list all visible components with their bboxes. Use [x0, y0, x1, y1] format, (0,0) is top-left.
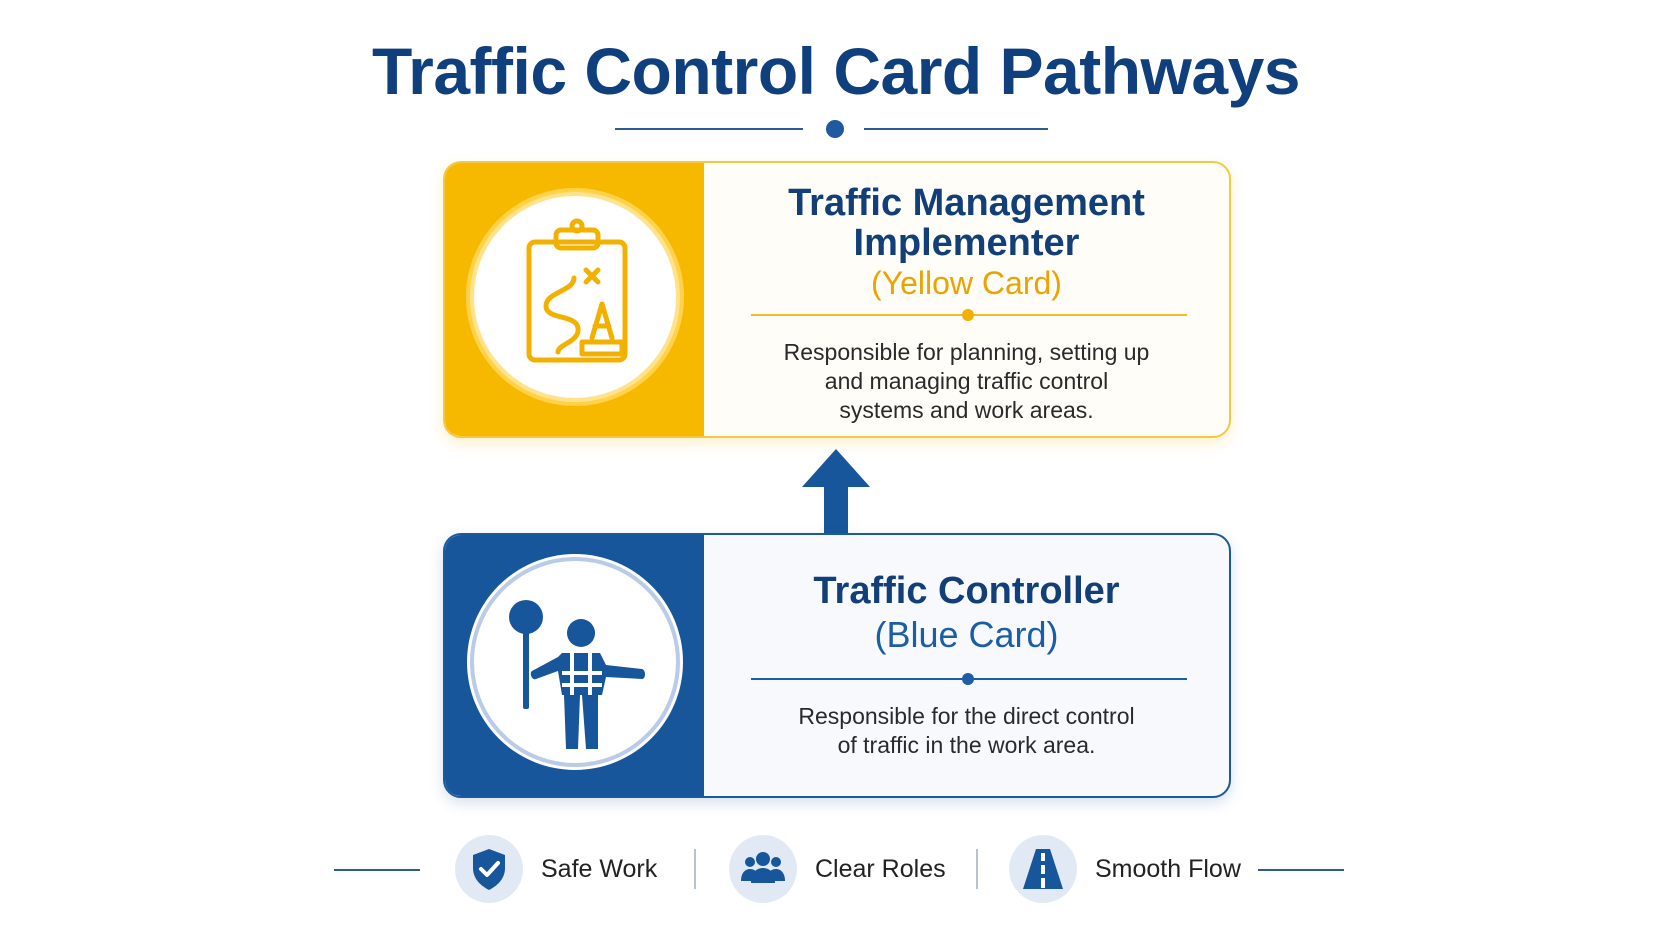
- footer-divider-left: [334, 869, 420, 871]
- blue-card-subtitle: (Blue Card): [874, 614, 1059, 655]
- blue-card-body: Traffic Controller (Blue Card) Responsib…: [704, 535, 1229, 796]
- footer-badge-safe-work: [455, 835, 523, 903]
- footer-label-smooth-flow: Smooth Flow: [1095, 854, 1241, 883]
- title-divider-dot: [826, 120, 844, 138]
- yellow-card-divider-dot: [962, 309, 974, 321]
- yellow-card-description-line3: systems and work areas.: [839, 397, 1094, 423]
- yellow-card-description: Responsible for planning, setting up and…: [744, 338, 1189, 425]
- blue-card-description-line1: Responsible for the direct control: [798, 703, 1135, 729]
- yellow-card-description-line1: Responsible for planning, setting up: [783, 339, 1150, 365]
- yellow-card-title-line1: Traffic Management: [788, 182, 1145, 224]
- yellow-card-body: Traffic Management Implementer (Yellow C…: [704, 163, 1229, 436]
- clipboard-plan-cone-icon: [526, 218, 628, 363]
- yellow-card: Traffic Management Implementer (Yellow C…: [443, 161, 1231, 438]
- footer-label-safe-work: Safe Work: [541, 854, 658, 883]
- footer-item-safe-work: Safe Work: [455, 834, 657, 904]
- blue-card-description-line2: of traffic in the work area.: [837, 732, 1096, 758]
- footer-label-clear-roles: Clear Roles: [815, 854, 946, 883]
- blue-card-divider-dot: [962, 673, 974, 685]
- up-arrow-icon: [802, 449, 870, 535]
- blue-card: Traffic Controller (Blue Card) Responsib…: [443, 533, 1231, 798]
- footer-badge-clear-roles: [729, 835, 797, 903]
- traffic-controller-person-icon: [509, 600, 645, 749]
- yellow-card-divider: [751, 309, 1187, 321]
- shield-check-icon: [473, 849, 505, 890]
- page-title: Traffic Control Card Pathways: [371, 34, 1301, 108]
- blue-card-divider: [751, 673, 1187, 685]
- yellow-card-icon-panel: [445, 163, 704, 436]
- yellow-card-description-line2: and managing traffic control: [824, 368, 1109, 394]
- title-divider-left: [615, 128, 803, 130]
- footer-badge-smooth-flow: [1009, 835, 1077, 903]
- blue-card-title: Traffic Controller: [813, 570, 1120, 612]
- footer-item-smooth-flow: Smooth Flow: [1009, 834, 1241, 904]
- yellow-card-subtitle: (Yellow Card): [871, 265, 1062, 301]
- blue-card-description: Responsible for the direct control of tr…: [744, 702, 1189, 760]
- people-group-icon: [741, 852, 785, 883]
- blue-card-icon-panel: [445, 535, 704, 796]
- blue-card-icon-circle: [470, 557, 680, 767]
- title-divider-right: [864, 128, 1048, 130]
- footer-item-clear-roles: Clear Roles: [729, 834, 946, 904]
- footer-separator-2: [976, 849, 978, 889]
- yellow-card-icon-circle: [470, 192, 680, 402]
- footer-separator-1: [694, 849, 696, 889]
- footer-divider-right: [1258, 869, 1344, 871]
- yellow-card-title-line2: Implementer: [853, 222, 1080, 264]
- road-icon: [1023, 849, 1063, 889]
